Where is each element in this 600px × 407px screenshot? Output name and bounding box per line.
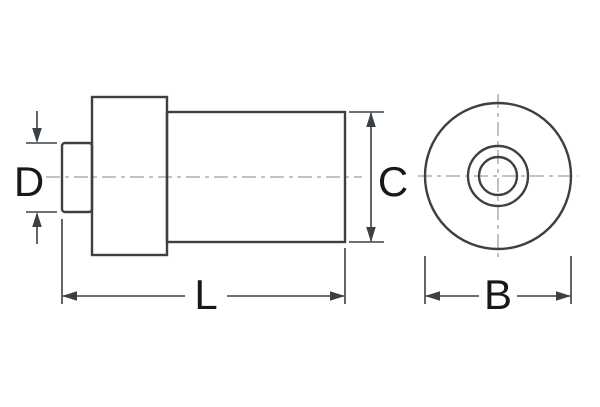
dim-b-arrow-left-icon xyxy=(425,291,440,301)
front-view-hub-circle xyxy=(466,144,530,208)
dim-c-arrow-down-icon xyxy=(366,227,376,242)
dim-c-arrow-up-icon xyxy=(366,112,376,127)
dim-l-label: L xyxy=(194,271,217,318)
part-outlines xyxy=(60,95,573,257)
centerlines xyxy=(46,94,578,258)
dim-l-arrow-left-icon xyxy=(62,291,77,301)
dim-b-label: B xyxy=(484,271,512,318)
dim-l-arrow-right-icon xyxy=(330,291,345,301)
dimension-labels: D C L B xyxy=(14,158,512,318)
dimension-arrowheads xyxy=(32,112,571,301)
dim-d-label: D xyxy=(14,158,44,205)
body-outline xyxy=(165,110,347,244)
dim-d-arrow-up-icon xyxy=(32,212,42,227)
front-view-outer-circle xyxy=(423,101,573,251)
front-view-bore-circle xyxy=(477,155,519,197)
dim-c-label: C xyxy=(378,158,408,205)
dim-b-arrow-right-icon xyxy=(556,291,571,301)
dim-d-arrow-down-icon xyxy=(32,128,42,143)
flange-outline xyxy=(90,95,169,257)
